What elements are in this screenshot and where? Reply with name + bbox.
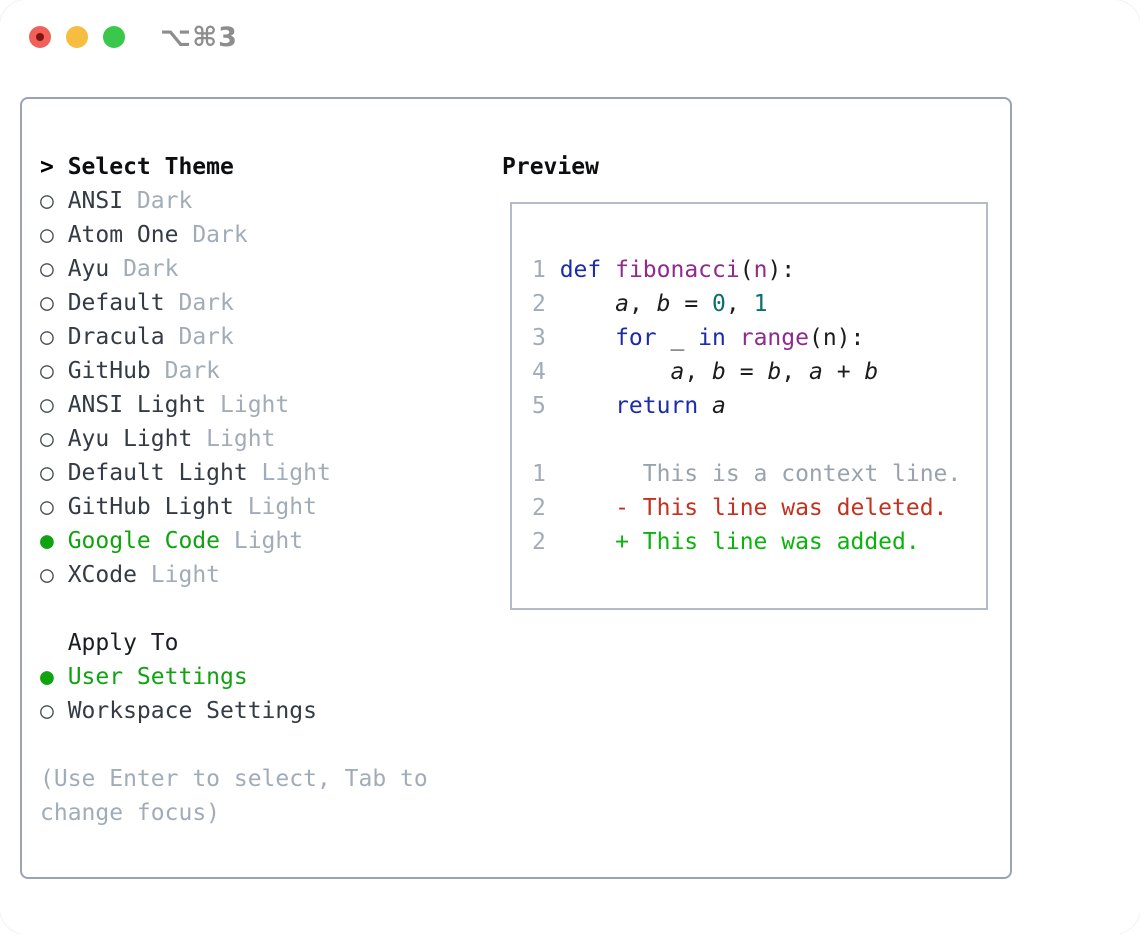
diff-text: + This line was added.: [559, 529, 920, 555]
diff-line-ctx: 1 This is a context line.: [532, 457, 986, 491]
line-number: 3: [532, 325, 546, 351]
theme-name: Atom One: [67, 222, 179, 248]
radio-icon: ○: [40, 392, 54, 418]
diff-line-del: 2 - This line was deleted.: [532, 491, 986, 525]
hint-line-1: (Use Enter to select, Tab to: [40, 766, 428, 792]
window-shortcut-label: ⌥⌘3: [160, 21, 238, 53]
radio-icon: ○: [40, 358, 54, 384]
radio-icon: ○: [40, 426, 54, 452]
close-button-icon[interactable]: [29, 26, 51, 48]
theme-name: Default Light: [67, 460, 248, 486]
hint-text: (Use Enter to select, Tab to change focu…: [40, 762, 428, 830]
theme-name: Dracula: [67, 324, 165, 350]
focus-caret-icon: >: [40, 154, 54, 180]
apply-to-list: ● User Settings ○ Workspace Settings: [40, 660, 428, 728]
theme-name: GitHub Light: [67, 494, 234, 520]
theme-variant: Dark: [164, 324, 234, 350]
theme-name: ANSI: [67, 188, 124, 214]
theme-variant: Light: [136, 562, 221, 588]
preview-header: Preview: [502, 154, 599, 180]
radio-icon: ○: [40, 460, 54, 486]
radio-icon: ○: [40, 562, 54, 588]
select-theme-title: Select Theme: [67, 154, 234, 180]
hint-line-2: change focus): [40, 800, 221, 826]
theme-option-atom-one[interactable]: ○ Atom One Dark: [40, 218, 428, 252]
theme-option-ansi-light[interactable]: ○ ANSI Light Light: [40, 388, 428, 422]
line-number: 1: [532, 257, 546, 283]
radio-selected-icon: ●: [40, 664, 54, 690]
theme-name: XCode: [67, 562, 137, 588]
diff-text: This is a context line.: [559, 461, 962, 487]
theme-name: Ayu: [67, 256, 110, 282]
theme-variant: Dark: [123, 188, 193, 214]
theme-list: ○ ANSI Dark ○ Atom One Dark ○ Ayu Dark ○ Defaul…: [40, 184, 428, 592]
apply-option-user-settings[interactable]: ● User Settings: [40, 660, 428, 694]
theme-option-github[interactable]: ○ GitHub Dark: [40, 354, 428, 388]
diff-preview: 1 This is a context line.2 - This line w…: [532, 457, 986, 559]
line-number: 2: [532, 291, 546, 317]
theme-option-google-code[interactable]: ● Google Code Light: [40, 524, 428, 558]
select-theme-header: > Select Theme: [40, 150, 428, 184]
spacer: [40, 592, 428, 626]
code-line: 5 return a: [532, 389, 986, 423]
radio-icon: ○: [40, 290, 54, 316]
theme-option-ayu-light[interactable]: ○ Ayu Light Light: [40, 422, 428, 456]
theme-picker-panel: > Select Theme ○ ANSI Dark ○ Atom One Dark ○ A…: [20, 97, 1012, 879]
theme-variant: Dark: [109, 256, 179, 282]
radio-icon: ○: [40, 222, 54, 248]
theme-option-default[interactable]: ○ Default Dark: [40, 286, 428, 320]
theme-variant: Light: [233, 494, 317, 520]
apply-to-title: Apply To: [67, 630, 179, 656]
line-number: 2: [532, 529, 546, 555]
apply-option-label: User Settings: [67, 664, 248, 690]
theme-name: Ayu Light: [67, 426, 193, 452]
line-number: 4: [532, 359, 546, 385]
theme-option-dracula[interactable]: ○ Dracula Dark: [40, 320, 428, 354]
line-number: 1: [532, 461, 546, 487]
theme-name: GitHub: [67, 358, 151, 384]
theme-variant: Light: [206, 392, 290, 418]
theme-picker-column: > Select Theme ○ ANSI Dark ○ Atom One Dark ○ A…: [40, 150, 428, 830]
spacer: [532, 423, 986, 457]
theme-name: Default: [67, 290, 165, 316]
theme-option-ayu[interactable]: ○ Ayu Dark: [40, 252, 428, 286]
line-number: 5: [532, 393, 546, 419]
radio-icon: ○: [40, 698, 54, 724]
radio-selected-icon: ●: [40, 528, 54, 554]
theme-variant: Light: [192, 426, 276, 452]
spacer: [40, 728, 428, 762]
theme-variant: Light: [247, 460, 331, 486]
diff-line-add: 2 + This line was added.: [532, 525, 986, 559]
theme-variant: Dark: [150, 358, 221, 384]
radio-icon: ○: [40, 188, 54, 214]
theme-variant: Light: [220, 528, 304, 554]
diff-text: - This line was deleted.: [559, 495, 948, 521]
code-line: 3 for _ in range(n):: [532, 321, 986, 355]
radio-icon: ○: [40, 256, 54, 282]
radio-icon: ○: [40, 494, 54, 520]
theme-variant: Dark: [164, 290, 234, 316]
radio-icon: ○: [40, 324, 54, 350]
theme-option-xcode[interactable]: ○ XCode Light: [40, 558, 428, 592]
theme-option-github-light[interactable]: ○ GitHub Light Light: [40, 490, 428, 524]
theme-name: Google Code: [67, 528, 221, 554]
apply-option-label: Workspace Settings: [67, 698, 317, 724]
theme-name: ANSI Light: [67, 392, 207, 418]
line-number: 2: [532, 495, 546, 521]
minimize-button-icon[interactable]: [66, 26, 88, 48]
zoom-button-icon[interactable]: [103, 26, 125, 48]
theme-option-default-light[interactable]: ○ Default Light Light: [40, 456, 428, 490]
theme-option-ansi[interactable]: ○ ANSI Dark: [40, 184, 428, 218]
title-bar: ⌥⌘3: [29, 21, 238, 53]
apply-option-workspace-settings[interactable]: ○ Workspace Settings: [40, 694, 428, 728]
apply-to-header: Apply To: [40, 626, 428, 660]
theme-variant: Dark: [178, 222, 248, 248]
code-line: 2 a, b = 0, 1: [532, 287, 986, 321]
code-line: 4 a, b = b, a + b: [532, 355, 986, 389]
